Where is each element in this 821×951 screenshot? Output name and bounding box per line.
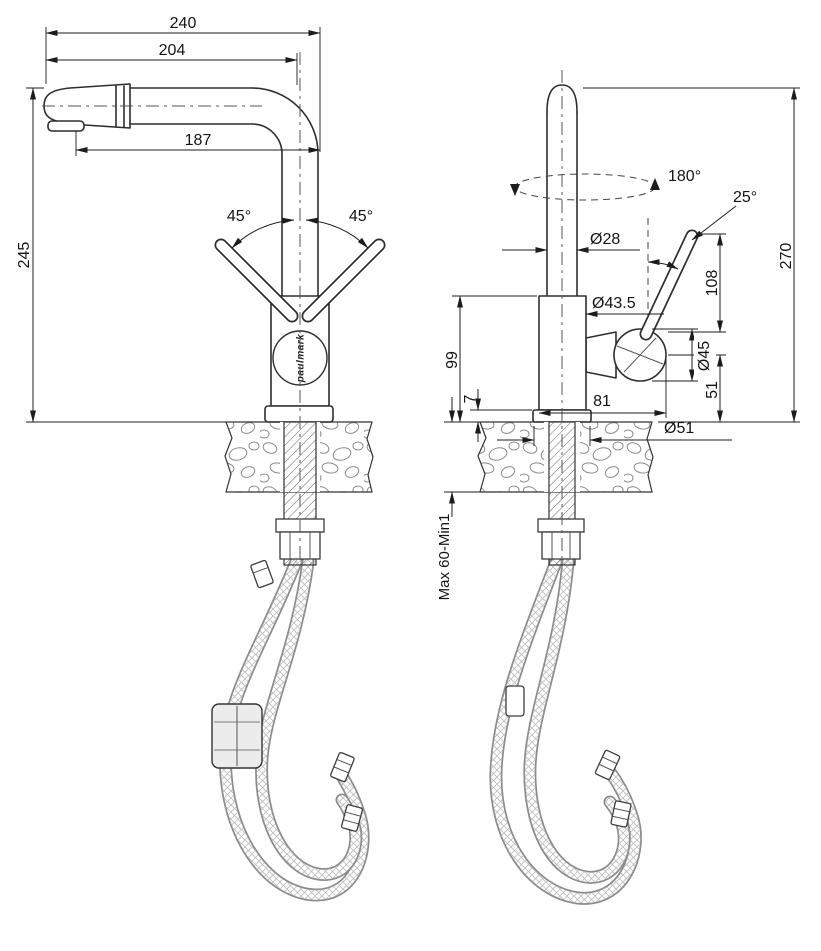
dim-label-spout-width: 204 bbox=[159, 42, 186, 59]
base-flange bbox=[264, 405, 334, 423]
dim-label-pipe-diameter: Ø28 bbox=[590, 231, 620, 248]
side-riser-pipe bbox=[546, 84, 578, 299]
mounting-bracket bbox=[537, 518, 585, 533]
front-hoses bbox=[211, 555, 370, 902]
dim-label-handle-reach: 81 bbox=[593, 393, 611, 410]
dim-label-spout-height: 245 bbox=[16, 242, 33, 269]
front-spout bbox=[43, 83, 319, 297]
hose-fitting bbox=[594, 749, 621, 781]
swivel-rotation-symbol bbox=[510, 173, 660, 201]
dim-label-joint-diameter: Ø45 bbox=[696, 341, 713, 371]
side-countertop bbox=[477, 421, 654, 566]
front-countertop bbox=[224, 421, 374, 566]
hose-fitting bbox=[340, 804, 364, 832]
dim-label-body-diameter: Ø43.5 bbox=[592, 295, 636, 312]
front-body: paulmark bbox=[264, 295, 334, 423]
hose-fitting bbox=[330, 751, 355, 783]
dim-label-aerator-reach: 187 bbox=[185, 132, 212, 149]
hose-fitting bbox=[610, 800, 632, 828]
front-view: paulmark bbox=[42, 52, 386, 902]
dim-label-base-diameter: Ø51 bbox=[664, 420, 694, 437]
side-handle bbox=[585, 205, 737, 382]
side-dimensions: 180° 25° Ø28 Ø43.5 108 Ø45 99 7 81 51 27… bbox=[436, 87, 800, 601]
dim-label-overall-height: 270 bbox=[778, 243, 795, 270]
hose-elbow-fitting bbox=[250, 559, 274, 589]
hose-counterweight bbox=[211, 703, 263, 769]
dim-label-swing-left: 45° bbox=[227, 208, 251, 225]
aerator bbox=[47, 120, 85, 132]
dim-label-handle-length: 108 bbox=[704, 270, 721, 297]
dim-label-overall-width: 240 bbox=[170, 15, 197, 32]
front-dimensions: 240 204 187 245 45° 45° bbox=[16, 15, 373, 423]
hose-clip bbox=[505, 685, 525, 717]
handle-joint-neck bbox=[585, 331, 617, 379]
dim-label-swing-right: 45° bbox=[349, 208, 373, 225]
side-hoses bbox=[489, 555, 642, 905]
dim-label-mount-thickness: Max 60-Min1 bbox=[436, 514, 453, 601]
dim-label-joint-height: 51 bbox=[704, 381, 721, 399]
handle-swing-positions bbox=[214, 217, 386, 323]
brand-logo-text: paulmark bbox=[296, 334, 307, 383]
dim-label-handle-angle: 25° bbox=[733, 189, 757, 206]
side-view bbox=[477, 70, 737, 905]
dim-label-base-plate-height: 7 bbox=[462, 394, 479, 403]
mounting-nut bbox=[541, 531, 581, 560]
dim-label-body-height: 99 bbox=[444, 351, 461, 369]
dim-label-swivel-rotation: 180° bbox=[668, 168, 701, 185]
